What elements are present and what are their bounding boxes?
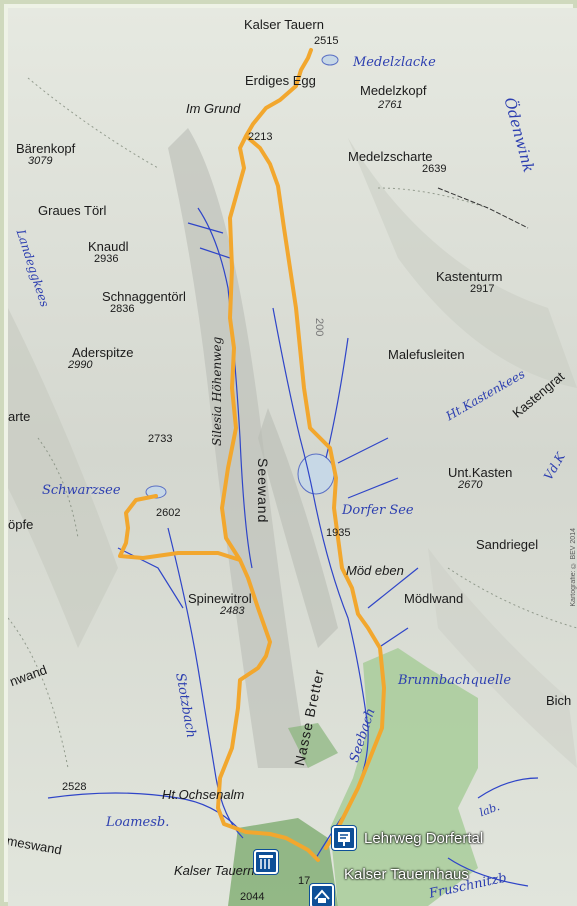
poi-lehrweg-dorfertal[interactable] [332,826,356,850]
map-credit: Kartografie: © BEV 2014 [570,528,577,607]
topographic-map[interactable]: Kalser Tauern 2515 Medelzlacke Erdiges E… [8,8,577,906]
map-graphics [8,48,577,906]
elev-unt-kasten: 2670 [458,479,483,491]
label-pt-2602: 2602 [156,507,181,519]
label-arte: arte [8,409,31,424]
label-aderspitze: Aderspitze [72,345,134,360]
label-bich: Bich [546,693,572,708]
elev-kalser-tauern: 2515 [314,35,339,47]
elev-schnaggentorl: 2836 [110,303,135,315]
stream [167,527,244,839]
mountain-hut-icon [314,889,330,903]
stream [347,477,399,499]
label-pt-200: 200 [313,318,325,337]
stream [367,567,419,609]
label-barenkopf: Bärenkopf [16,141,76,156]
label-opfe: öpfe [8,517,34,532]
elev-spinewitrol: 2483 [220,605,245,617]
streams [47,207,539,887]
label-pt-2528: 2528 [62,781,87,793]
relief-shade [348,138,577,388]
elev-barenkopf: 3079 [28,155,53,167]
label-sandriegel: Sandriegel [476,537,539,552]
label-spinewitrol: Spinewitrol [188,591,252,606]
label-pt-2044: 2044 [240,891,265,903]
relief-shade [8,308,118,648]
poi-kalser-tauernhaus[interactable] [310,884,334,906]
waterfall-icon [259,855,273,869]
label-brunnbachquelle: Brunnbachquelle [398,673,512,688]
relief-shade [428,548,577,768]
poi-label-tauernhaus: Kalser Tauernhaus [344,866,469,883]
lake-medelzlacke [321,54,339,66]
label-pt-1935: 1935 [326,527,351,539]
stream [477,777,539,799]
label-malefusleiten: Malefusleiten [388,347,465,362]
elev-kastenturm: 2917 [470,283,495,295]
poi-label-lehrweg: Lehrweg Dorfertal [364,830,484,847]
label-im-grund: Im Grund [186,101,241,116]
elev-aderspitze: 2990 [68,359,93,371]
trail-sign-icon [338,832,350,846]
elev-knaudl: 2936 [94,253,119,265]
label-modlwand: Mödlwand [404,591,464,606]
stream [377,627,409,649]
elev-medelzscharte: 2639 [422,163,447,175]
hiking-route [118,48,386,862]
poi-waterfall[interactable] [254,850,278,874]
stream [447,857,529,887]
label-medelzkopf: Medelzkopf [360,83,427,98]
stream [187,222,224,234]
stream [337,437,389,464]
label-pt-2733: 2733 [148,433,173,445]
forest-area [288,723,338,768]
label-kalser-tauern: Kalser Tauern [244,17,324,32]
label-schwarzsee: Schwarzsee [42,483,121,498]
stream [272,307,315,499]
label-kastenturm: Kastenturm [436,269,503,284]
label-dorfer-see: Dorfer See [342,503,414,518]
label-kalser-tauernhaus-map: Kalser Tauernha [174,863,269,878]
stream [199,247,231,259]
label-ht-ochsenalm: Ht.Ochsenalm [162,787,245,802]
contour-lines [8,77,577,769]
label-pt-2213: 2213 [248,131,273,143]
stream [325,337,349,459]
label-loamesb: Loamesb. [106,815,170,830]
label-unt-kasten: Unt.Kasten [448,465,513,480]
stream [197,207,253,569]
label-medelzscharte: Medelzscharte [348,149,433,164]
relief-shade [168,128,308,768]
label-schnaggentorl: Schnaggentörl [102,289,186,304]
lake-dorfer-see [297,453,335,495]
label-pt-17: 17 [298,875,311,887]
label-graues-torl: Graues Törl [38,203,107,218]
label-knaudl: Knaudl [88,239,129,254]
label-erdiges-egg: Erdiges Egg [245,73,316,88]
label-medelzlacke: Medelzlacke [353,55,436,70]
elev-medelzkopf: 2761 [378,99,403,111]
relief-shade [258,408,338,648]
forest-area [330,648,478,906]
label-mod-eben: Möd eben [346,563,404,578]
label-silesia-hohenweg: Silesia Höhenweg [210,336,224,446]
ridge-line [437,187,529,229]
label-seewand: Seewand [255,458,271,524]
stream [117,547,184,609]
